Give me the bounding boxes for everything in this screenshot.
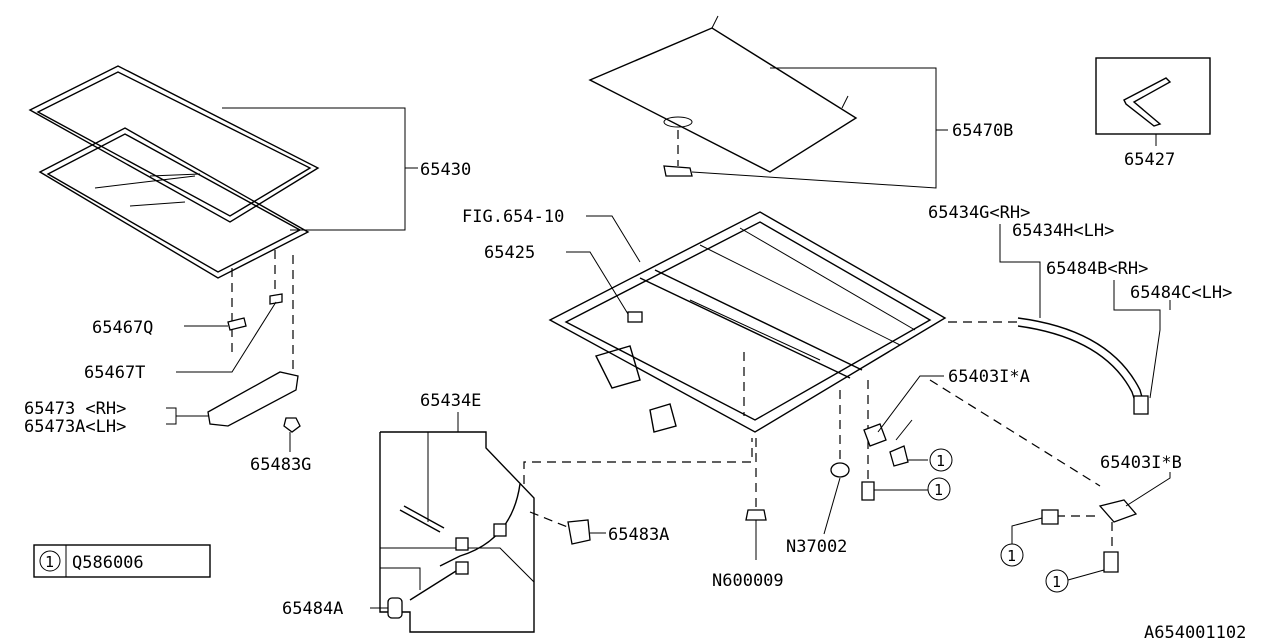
box-65434e-inner2 [380, 567, 421, 590]
part-65427 [1123, 77, 1172, 127]
label-n600009: N600009 [712, 571, 784, 591]
svg-text:1: 1 [934, 481, 943, 499]
leader-65430a [222, 107, 406, 231]
callout-1d: 1 [1045, 569, 1069, 593]
hose-front-left [409, 565, 465, 601]
leader-fig [586, 215, 641, 263]
label-65473: 65473 <RH> [24, 399, 126, 419]
label-65425: 65425 [484, 243, 535, 263]
diagram-id: A654001102 [1144, 623, 1246, 640]
hose-front-right [439, 483, 521, 567]
leader-n37002 [823, 477, 841, 535]
nut-n37002 [830, 462, 850, 478]
label-65484b: 65484B<RH> [1046, 259, 1148, 279]
label-65467t: 65467T [84, 363, 145, 383]
leader-65473 [166, 407, 177, 425]
legend-num: 1 [45, 553, 54, 571]
callout-1a: 1 [929, 448, 953, 472]
cap-65484a [387, 597, 403, 619]
hose-short [399, 509, 441, 533]
clip-65467q [227, 317, 247, 331]
bolt-right-2 [1103, 551, 1119, 573]
dash-65483a [529, 511, 571, 529]
callout-1c: 1 [1000, 543, 1024, 567]
callout-1b: 1 [927, 477, 951, 501]
bolt-center-1 [861, 481, 875, 501]
clip-65467t [269, 293, 283, 305]
dash-hose-frame [523, 438, 753, 484]
leader-65467t [176, 301, 277, 373]
svg-text:1: 1 [936, 452, 945, 470]
label-65470b: 65470B [952, 121, 1013, 141]
label-n37002: N37002 [786, 537, 847, 557]
leader-65403ib [1125, 472, 1171, 507]
legend-circle [39, 550, 61, 572]
svg-text:1: 1 [1052, 573, 1061, 591]
sunroof-frame [548, 211, 947, 433]
box-65434e [379, 431, 535, 633]
label-65483g: 65483G [250, 455, 311, 475]
sunroof-glass-seal [28, 65, 320, 279]
legend-part: Q586006 [72, 553, 144, 573]
label-65484c: 65484C<LH> [1130, 283, 1232, 303]
label-65434g: 65434G<RH> [928, 203, 1030, 223]
leader-65434g [999, 224, 1041, 318]
sunshade-65470b [588, 15, 858, 177]
label-65427: 65427 [1124, 150, 1175, 170]
nut-n600009 [745, 509, 767, 521]
label-65484a: 65484A [282, 599, 343, 619]
label-65473a: 65473A<LH> [24, 417, 126, 437]
label-65467q: 65467Q [92, 318, 153, 338]
dash-65403ib [929, 379, 1101, 487]
svg-text:1: 1 [1007, 547, 1016, 565]
label-65403ib: 65403I*B [1100, 453, 1182, 473]
label-65434h: 65434H<LH> [1012, 221, 1114, 241]
box-65434e-inner1 [380, 547, 535, 583]
bracket-65473 [207, 371, 299, 427]
clip-65483a [567, 519, 591, 545]
hose-65484c [1017, 325, 1137, 405]
leader-arrow-1 [895, 419, 913, 441]
label-65430: 65430 [420, 160, 471, 180]
joint-a [455, 537, 469, 551]
joint-c [455, 561, 469, 575]
leader-bolt-r1 [1011, 517, 1043, 544]
bolt-center-2 [889, 445, 909, 467]
leader-65470b [691, 67, 937, 189]
box-65427 [1095, 57, 1211, 135]
clip-65483g [283, 417, 301, 433]
label-65403ia: 65403I*A [948, 367, 1030, 387]
leader-65403ia [877, 375, 944, 433]
bolt-right-1 [1041, 509, 1059, 525]
leader-65425 [566, 251, 629, 315]
joint-b [493, 523, 507, 537]
label-65434e: 65434E [420, 391, 481, 411]
leader-65484b [1113, 280, 1161, 399]
leader-bolt-r2 [1067, 569, 1105, 581]
hose-short-2 [403, 505, 445, 529]
label-fig-654-10: FIG.654-10 [462, 207, 564, 227]
legend-box [33, 544, 211, 578]
hose-end-right [1133, 395, 1149, 415]
hose-65484b [1017, 317, 1145, 405]
label-65483a: 65483A [608, 525, 669, 545]
bracket-65403ia [863, 423, 887, 447]
